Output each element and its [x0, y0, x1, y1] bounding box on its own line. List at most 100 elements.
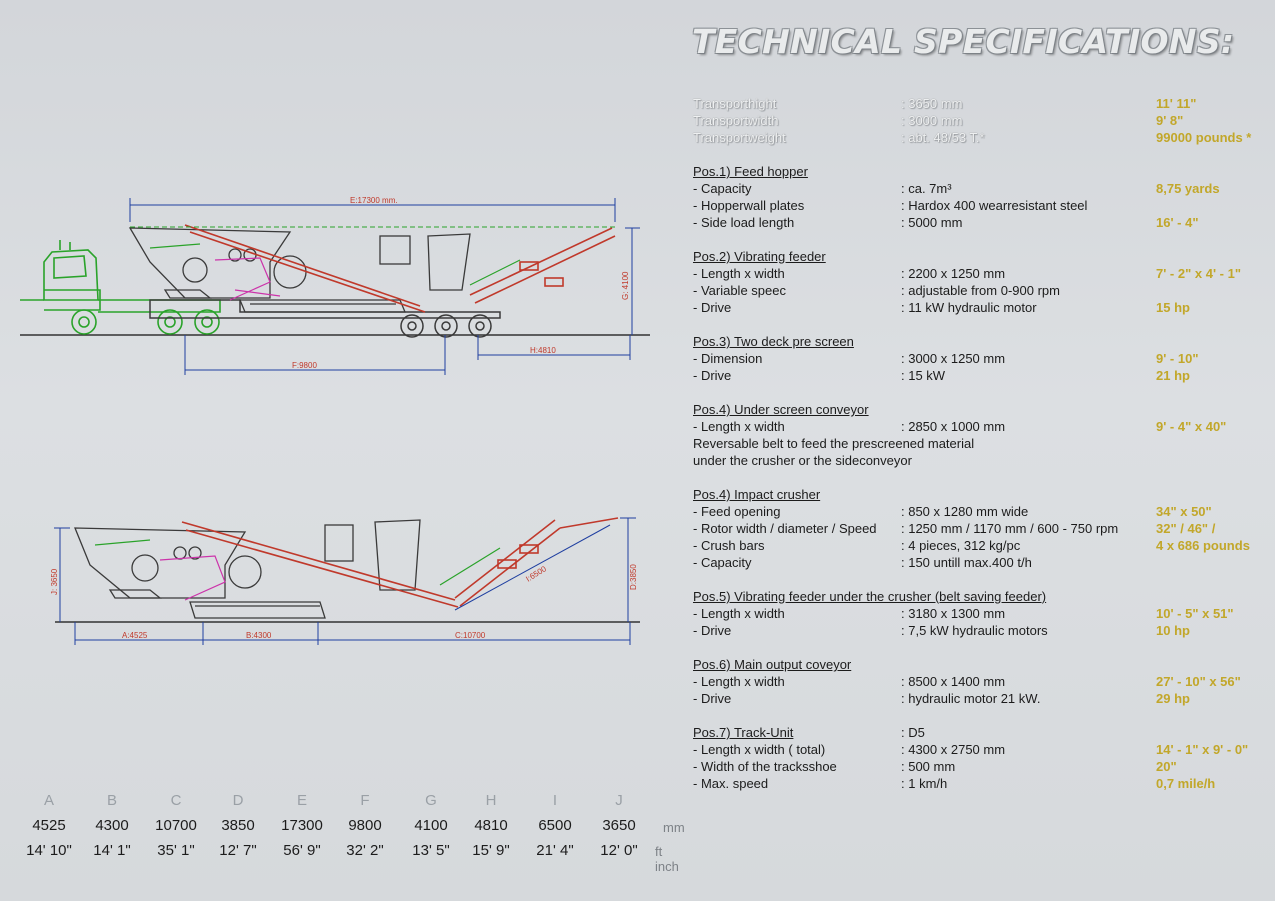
dim-letter: C — [170, 792, 182, 809]
spec-label: - Capacity — [693, 181, 752, 196]
spec-imperial: 9' - 10" — [1156, 351, 1199, 366]
spec-value: : 3000 mm — [901, 113, 963, 128]
dim-letter: G — [425, 792, 437, 809]
dim-ft: 12' 7" — [219, 842, 257, 859]
dim-ft: 13' 5" — [412, 842, 450, 859]
spec-label: - Side load length — [693, 215, 795, 230]
spec-label: - Feed opening — [693, 504, 781, 519]
dim-letter: I — [552, 792, 558, 809]
dim-letter: J — [615, 792, 623, 809]
dim-mm: 4100 — [414, 817, 448, 834]
dim-ft: 14' 10" — [26, 842, 72, 859]
spec-value: : adjustable from 0-900 rpm — [901, 283, 1060, 298]
spec-row: - Length x width ( total) : 4300 x 2750 … — [693, 741, 1268, 758]
dim-ft: 15' 9" — [472, 842, 510, 859]
dim-mm: 17300 — [281, 817, 323, 834]
dim-label-e: E:17300 mm. — [350, 196, 398, 205]
page-title: TECHNICAL SPECIFICATIONS: — [692, 22, 1235, 61]
dim-mm: 4300 — [95, 817, 129, 834]
spec-label: - Drive — [693, 300, 732, 315]
spec-label: - Dimension — [693, 351, 763, 366]
spec-row: - Drive : 11 kW hydraulic motor 15 hp — [693, 299, 1268, 316]
spec-row: - Side load length : 5000 mm 16' - 4" — [693, 214, 1268, 231]
spec-value: : 150 untill max.400 t/h — [901, 555, 1032, 570]
spec-label: - Width of the tracksshoe — [693, 759, 837, 774]
spec-value: : 2850 x 1000 mm — [901, 419, 1006, 434]
dim-ft: 14' 1" — [93, 842, 131, 859]
dim-letter: B — [106, 792, 117, 809]
dim-label-g: G: 4100 — [621, 271, 630, 300]
spec-label: - Length x width — [693, 419, 785, 434]
spec-imperial: 32" / 46" / — [1156, 521, 1216, 536]
spec-label: - Variable speec — [693, 283, 786, 298]
section-heading: Pos.5) Vibrating feeder under the crushe… — [693, 589, 1047, 604]
spec-row: - Drive : 15 kW 21 hp — [693, 367, 1268, 384]
spec-row: Transportweight : abt. 48/53 T.* 99000 p… — [693, 129, 1268, 146]
dim-mm: 4810 — [474, 817, 508, 834]
spec-imperial: 21 hp — [1156, 368, 1190, 383]
spec-imperial: 9' 8" — [1156, 113, 1184, 128]
spec-value: : 5000 mm — [901, 215, 963, 230]
spec-label: Transportwidth — [693, 113, 779, 128]
spec-row: - Variable speec : adjustable from 0-900… — [693, 282, 1268, 299]
spec-row: - Max. speed : 1 km/h 0,7 mile/h — [693, 775, 1268, 792]
dim-label-j: J: 3650 — [50, 568, 59, 595]
spec-row: - Width of the tracksshoe : 500 mm 20" — [693, 758, 1268, 775]
dim-ft: 32' 2" — [346, 842, 384, 859]
spec-value: : abt. 48/53 T.* — [901, 130, 985, 145]
spec-imperial: 0,7 mile/h — [1156, 776, 1216, 791]
spec-row: - Drive : 7,5 kW hydraulic motors 10 hp — [693, 622, 1268, 639]
spec-imperial: 29 hp — [1156, 691, 1190, 706]
spec-row: - Feed opening : 850 x 1280 mm wide 34" … — [693, 503, 1268, 520]
spec-imperial: 8,75 yards — [1156, 181, 1220, 196]
spec-row: - Capacity : ca. 7m³ 8,75 yards — [693, 180, 1268, 197]
spec-value: : 3180 x 1300 mm — [901, 606, 1006, 621]
spec-value: : ca. 7m³ — [901, 181, 952, 196]
section-heading: Pos.1) Feed hopper — [693, 164, 808, 179]
spec-value: : hydraulic motor 21 kW. — [901, 691, 1041, 706]
spec-row: - Dimension : 3000 x 1250 mm 9' - 10" — [693, 350, 1268, 367]
spec-label: - Capacity — [693, 555, 752, 570]
spec-imperial: 15 hp — [1156, 300, 1190, 315]
spec-value: : 11 kW hydraulic motor — [901, 300, 1037, 315]
spec-value: : 4300 x 2750 mm — [901, 742, 1006, 757]
spec-label: - Max. speed — [693, 776, 769, 791]
spec-row: Transportwidth : 3000 mm 9' 8" — [693, 112, 1268, 129]
section-heading: Pos.4) Impact crusher — [693, 487, 821, 502]
spec-value: : D5 — [901, 725, 925, 740]
dim-letter: E — [296, 792, 307, 809]
spec-label: - Length x width — [693, 674, 785, 689]
dim-mm: 10700 — [155, 817, 197, 834]
dim-label-f: F:9800 — [292, 361, 317, 370]
spec-value: : 500 mm — [901, 759, 956, 774]
dim-letter: H — [485, 792, 497, 809]
working-drawing: A:4525 B:4300 C:10700 I:6500 J: 3650 D:3… — [50, 517, 640, 645]
section-heading: Pos.2) Vibrating feeder — [693, 249, 826, 264]
spec-imperial: 10' - 5" x 51" — [1156, 606, 1234, 621]
spec-value: : 1250 mm / 1170 mm / 600 - 750 rpm — [901, 521, 1119, 536]
dim-ft: 35' 1" — [157, 842, 195, 859]
section-heading: Pos.4) Under screen conveyor — [693, 402, 869, 417]
section-heading: Pos.7) Track-Unit — [693, 725, 794, 740]
spec-label: - Drive — [693, 623, 732, 638]
spec-label: - Crush bars — [693, 538, 765, 553]
spec-imperial: 27' - 10" x 56" — [1156, 674, 1241, 689]
dim-mm: 6500 — [538, 817, 572, 834]
dim-mm: 3850 — [221, 817, 255, 834]
spec-row: - Length x width : 3180 x 1300 mm 10' - … — [693, 605, 1268, 622]
section-heading: Pos.3) Two deck pre screen — [693, 334, 854, 349]
dim-label-c: C:10700 — [455, 631, 486, 640]
spec-label: Transportweight — [693, 130, 786, 145]
spec-row: - Hopperwall plates : Hardox 400 wearres… — [693, 197, 1268, 214]
spec-value: : 850 x 1280 mm wide — [901, 504, 1029, 519]
spec-imperial: 9' - 4" x 40" — [1156, 419, 1227, 434]
spec-row: Transporthight : 3650 mm 11' 11" — [693, 95, 1268, 112]
spec-row: - Rotor width / diameter / Speed : 1250 … — [693, 520, 1268, 537]
spec-value: : 4 pieces, 312 kg/pc — [901, 538, 1021, 553]
spec-label: Transporthight — [693, 96, 777, 111]
spec-imperial: 4 x 686 pounds — [1156, 538, 1250, 553]
dim-mm: 9800 — [348, 817, 382, 834]
spec-value: : 1 km/h — [901, 776, 948, 791]
unit-mm-label: mm — [663, 820, 685, 835]
dim-letter: F — [360, 792, 370, 809]
